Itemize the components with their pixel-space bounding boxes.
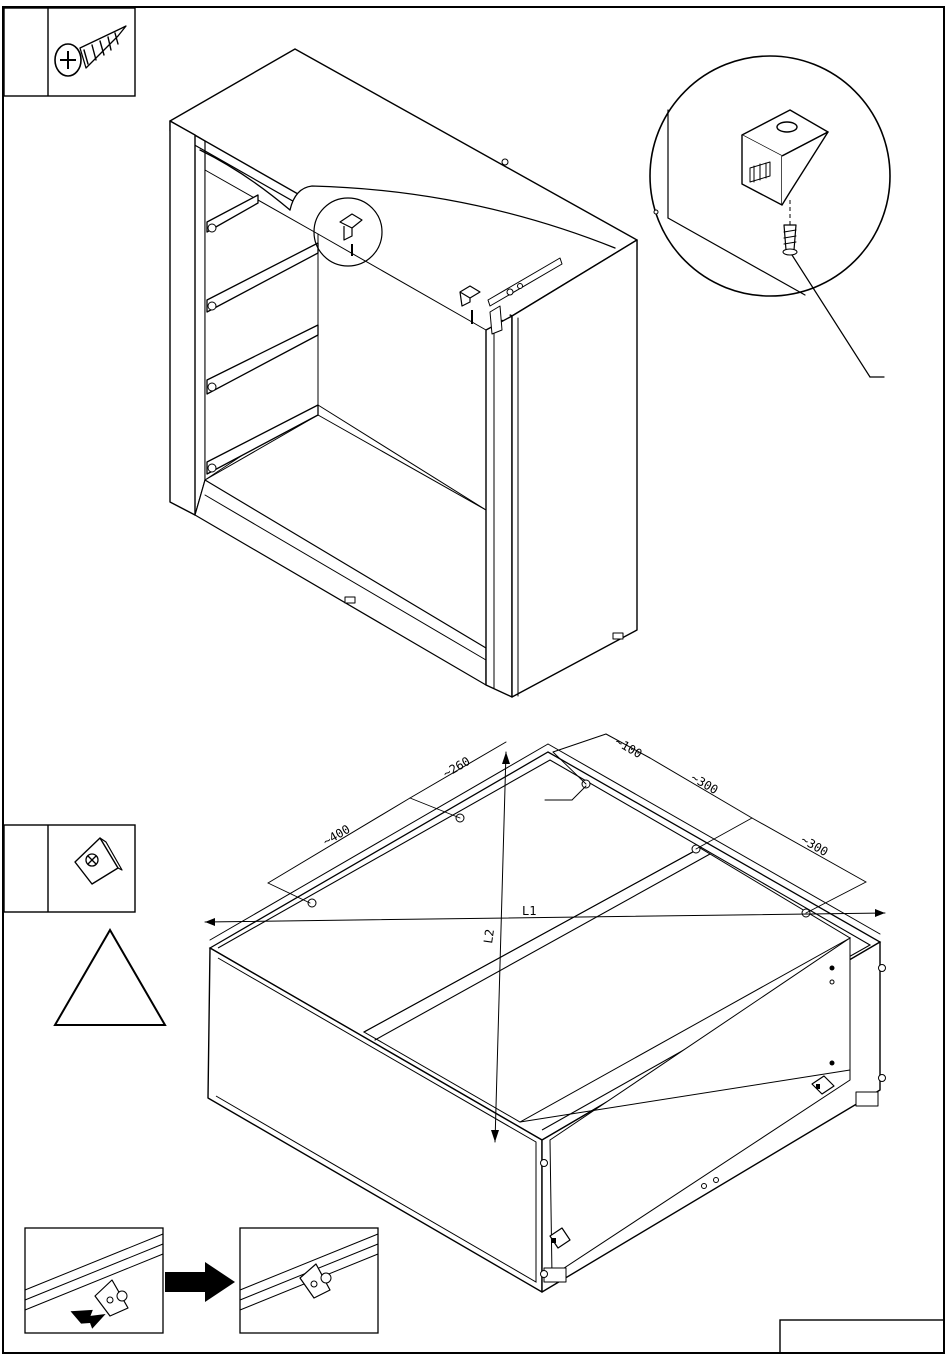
page-number-box <box>780 1320 944 1353</box>
inset-before <box>25 1228 163 1334</box>
corner-bracket-icon <box>75 838 122 884</box>
dim-L1-label: L1 <box>522 904 536 918</box>
dim-400-label: ~400 <box>321 822 353 849</box>
warning-triangle-icon <box>55 930 165 1025</box>
right-arrow-icon <box>165 1262 235 1302</box>
step1-box <box>4 8 135 96</box>
dim-260-label: ~260 <box>441 754 473 781</box>
dim-300b-label: ~300 <box>799 832 831 859</box>
dim-100-label: ~100 <box>613 734 645 761</box>
top-cabinet-drawing <box>170 49 637 697</box>
step2-box <box>4 825 135 912</box>
dim-L2-label: L2 <box>481 928 497 944</box>
detail-zoom-circle <box>650 56 890 377</box>
dim-300a-label: ~300 <box>689 770 721 797</box>
screw-icon <box>55 26 126 76</box>
inset-after <box>240 1228 378 1333</box>
bottom-box-drawing <box>208 744 886 1292</box>
